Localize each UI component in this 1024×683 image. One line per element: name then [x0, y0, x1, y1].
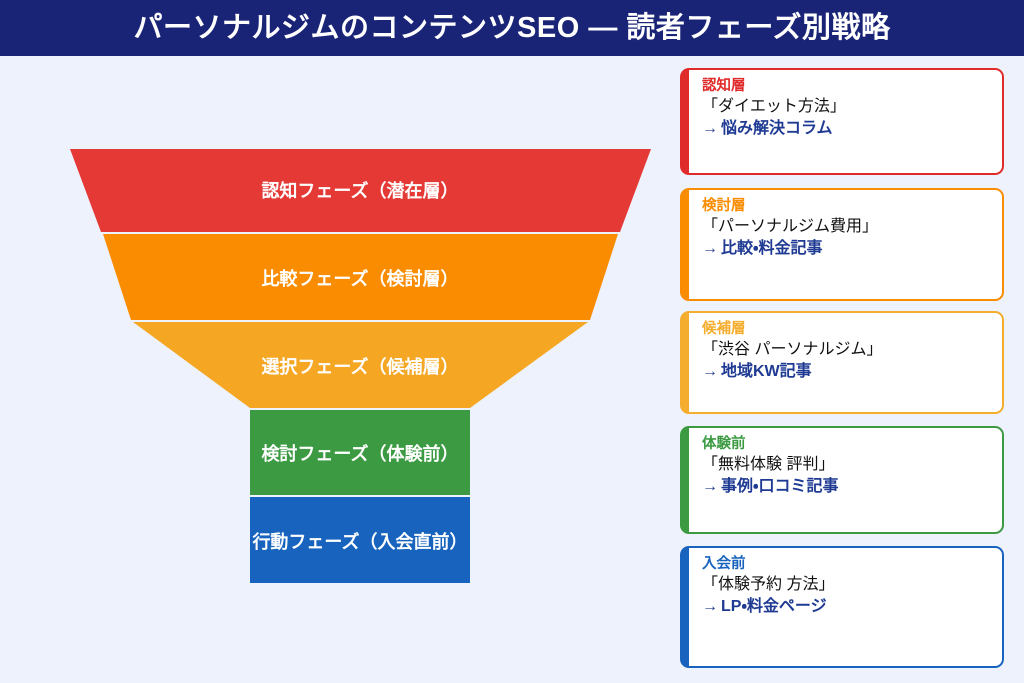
- phase-card-awareness[interactable]: 認知層 「ダイエット方法」 →悩み解決コラム: [680, 68, 1004, 175]
- phase-card-pretrial[interactable]: 体験前 「無料体験 評判」 →事例・口コミ記事: [680, 426, 1004, 534]
- arrow-icon: →: [702, 363, 718, 381]
- arrow-icon: →: [702, 478, 718, 496]
- funnel-chart: 認知フェーズ（潜在層） 比較フェーズ（検討層） 選択フェーズ（候補層） 検討フェ…: [0, 56, 670, 683]
- funnel-segment-comparison[interactable]: [103, 234, 618, 320]
- card-tier-label: 検討層: [702, 198, 746, 214]
- card-tier-label: 体験前: [702, 436, 746, 452]
- card-tier-label: 認知層: [702, 78, 746, 94]
- arrow-icon: →: [702, 598, 718, 616]
- card-action-label: LP・料金ページ: [721, 598, 827, 616]
- page-title: パーソナルジムのコンテンツSEO — 読者フェーズ別戦略: [133, 11, 891, 44]
- phase-card-prejoin[interactable]: 入会前 「体験予約 方法」 →LP・料金ページ: [680, 546, 1004, 668]
- card-keyword: 「ダイエット方法」: [702, 98, 846, 116]
- card-tier-label: 入会前: [702, 556, 746, 572]
- card-keyword: 「体験予約 方法」: [702, 576, 835, 594]
- card-action-label: 地域KW記事: [721, 363, 812, 381]
- card-keyword: 「パーソナルジム費用」: [702, 218, 879, 236]
- phase-card-comparison[interactable]: 検討層 「パーソナルジム費用」 →比較・料金記事: [680, 188, 1004, 301]
- card-keyword: 「渋谷 パーソナルジム」: [702, 341, 883, 359]
- arrow-icon: →: [702, 240, 718, 258]
- card-action-label: 悩み解決コラム: [721, 120, 833, 138]
- card-action: →悩み解決コラム: [702, 119, 1002, 140]
- funnel-segment-selection[interactable]: [133, 322, 588, 408]
- card-action-label: 事例・口コミ記事: [721, 478, 839, 496]
- funnel-segment-action[interactable]: [250, 497, 470, 583]
- card-action: →LP・料金ページ: [702, 597, 1002, 618]
- phase-card-list: 認知層 「ダイエット方法」 →悩み解決コラム 検討層 「パーソナルジム費用」 →…: [680, 56, 1010, 683]
- phase-card-candidate[interactable]: 候補層 「渋谷 パーソナルジム」 →地域KW記事: [680, 311, 1004, 414]
- funnel-segment-trial[interactable]: [250, 410, 470, 495]
- card-action: →地域KW記事: [702, 362, 1002, 383]
- card-action: →比較・料金記事: [702, 239, 1002, 260]
- arrow-icon: →: [702, 120, 718, 138]
- funnel-segment-awareness[interactable]: [70, 149, 651, 232]
- card-action-label: 比較・料金記事: [721, 240, 823, 258]
- title-bar: パーソナルジムのコンテンツSEO — 読者フェーズ別戦略: [0, 0, 1024, 56]
- card-action: →事例・口コミ記事: [702, 477, 1002, 498]
- funnel-shapes: [70, 149, 651, 583]
- card-keyword: 「無料体験 評判」: [702, 456, 835, 474]
- diagram-stage: 認知フェーズ（潜在層） 比較フェーズ（検討層） 選択フェーズ（候補層） 検討フェ…: [0, 56, 1024, 683]
- card-tier-label: 候補層: [702, 321, 746, 337]
